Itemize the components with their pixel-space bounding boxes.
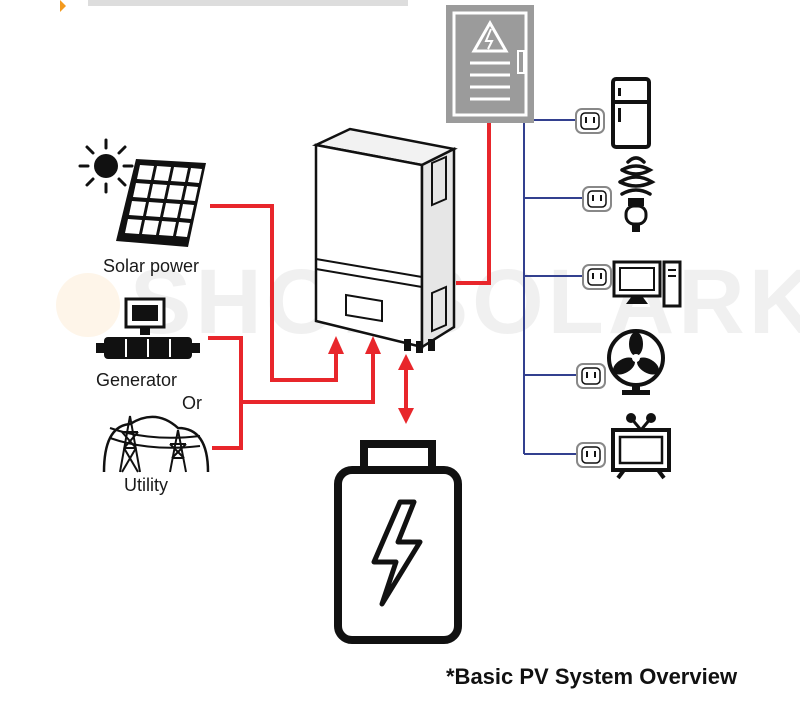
solar-panel-icon xyxy=(116,159,206,247)
refrigerator-icon xyxy=(611,77,651,149)
diagram-caption: *Basic PV System Overview xyxy=(446,664,738,689)
solar-arrow xyxy=(328,336,344,354)
outlet-icon xyxy=(575,108,605,134)
outlet-icon xyxy=(582,264,612,290)
breaker-panel-icon xyxy=(446,5,534,123)
battery-arrow-up xyxy=(398,354,414,370)
solar-power-label: Solar power xyxy=(103,256,200,276)
fan-icon xyxy=(607,329,665,395)
inverter-to-panel-line xyxy=(456,120,491,285)
tv-icon xyxy=(611,413,671,480)
outlet-icon xyxy=(576,363,606,389)
inverter-icon xyxy=(311,127,458,353)
watermark-sun-icon xyxy=(56,273,120,337)
utility-tower-icon xyxy=(102,415,210,473)
battery-arrow-down xyxy=(398,408,414,424)
battery-icon xyxy=(334,440,462,644)
computer-icon xyxy=(612,260,682,308)
utility-label: Utility xyxy=(124,475,168,495)
generator-arrow xyxy=(365,336,381,354)
or-label: Or xyxy=(182,393,202,413)
generator-icon xyxy=(96,297,200,359)
utility-line xyxy=(212,402,243,450)
outlet-icon xyxy=(582,186,612,212)
generator-label: Generator xyxy=(96,370,178,390)
outlet-icon xyxy=(576,442,606,468)
sun-icon xyxy=(78,138,134,194)
light-bulb-icon xyxy=(618,156,656,232)
logo-fragment xyxy=(60,0,408,12)
solar-line xyxy=(210,204,338,382)
